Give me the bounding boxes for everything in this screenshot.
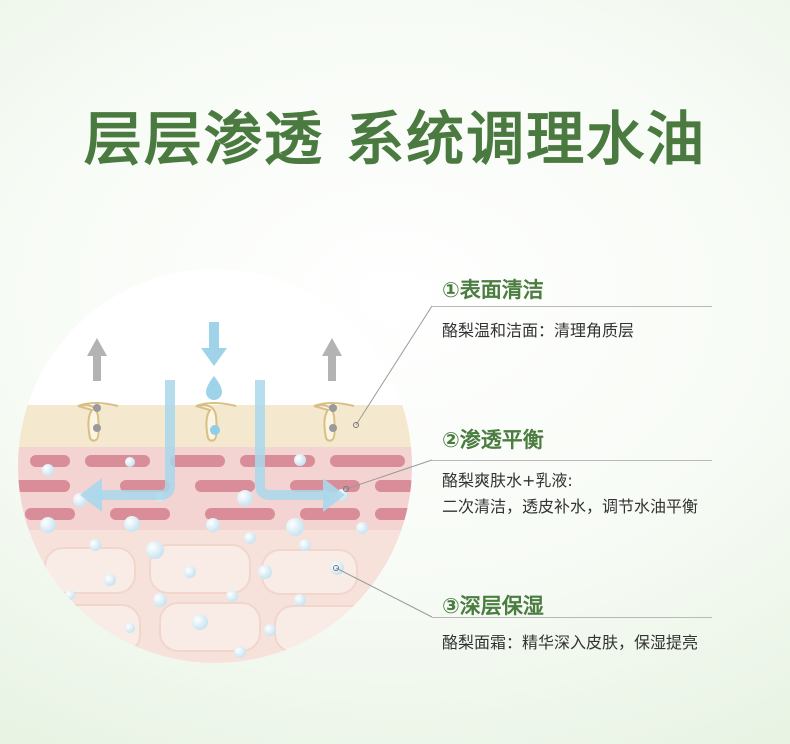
step-2-divider	[432, 460, 712, 461]
callout-dots	[333, 422, 359, 571]
callout-lines	[335, 305, 433, 618]
step-1-line-1: 酪梨温和洁面：清理角质层	[442, 321, 635, 340]
page-title: 层层渗透 系统调理水油	[83, 105, 707, 173]
step-1-divider	[432, 306, 712, 307]
up-arrow-icon	[87, 338, 342, 381]
step-2-title: ②渗透平衡	[442, 428, 544, 452]
water-drop-icon	[201, 322, 227, 400]
pore-dots	[93, 404, 337, 435]
moisture-bubbles	[40, 454, 368, 658]
penetration-arrows	[95, 380, 330, 500]
step-2-line-1: 酪梨爽肤水+乳液:	[442, 471, 573, 490]
step-3-divider	[432, 617, 712, 618]
step-1-title: ①表面清洁	[442, 278, 544, 302]
step-3-line-1: 酪梨面霜：精华深入皮肤，保湿提亮	[442, 633, 699, 652]
step-2-line-2: 二次清洁，透皮补水，调节水油平衡	[442, 497, 699, 516]
penetration-arrow-heads	[80, 478, 345, 512]
step-3-title: ③深层保湿	[442, 594, 544, 618]
